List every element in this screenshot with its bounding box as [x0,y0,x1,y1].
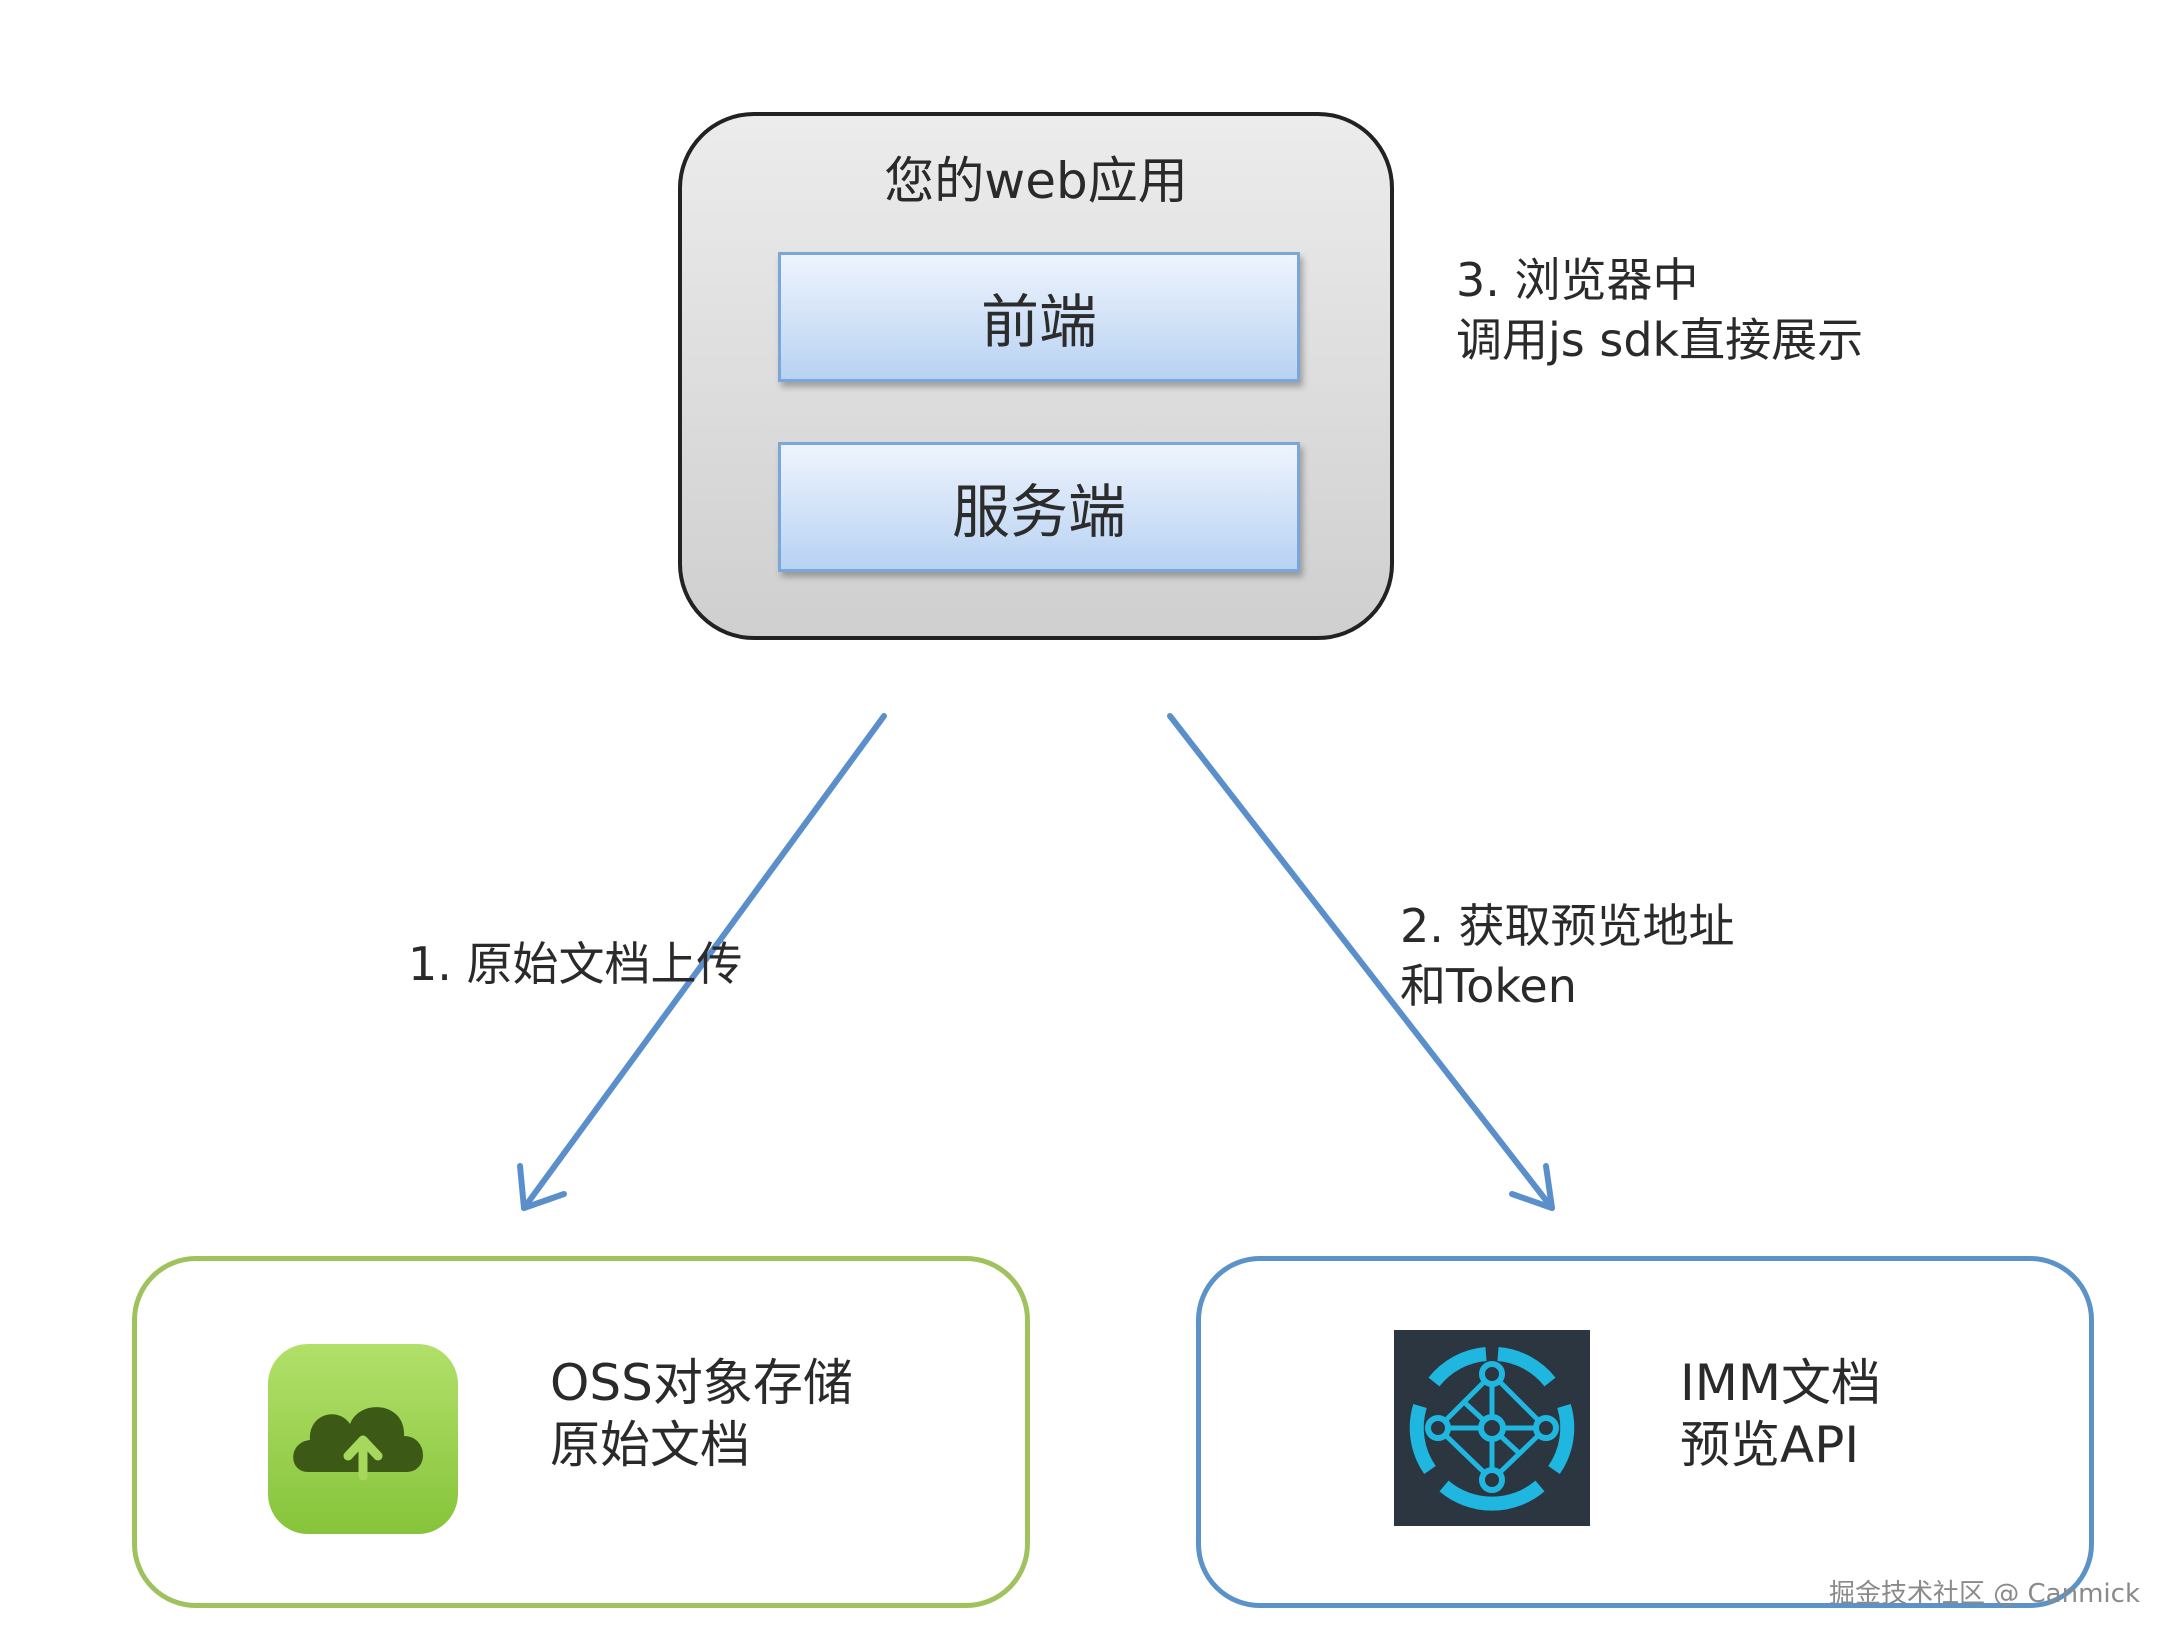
frontend-box: 前端 [778,252,1300,382]
cloud-upload-icon [268,1344,458,1534]
backend-box: 服务端 [778,442,1300,572]
arrow-to-imm [1167,713,1555,1211]
imm-label-line2: 预览API [1680,1416,1860,1474]
oss-label-line1: OSS对象存储 [550,1354,853,1412]
frontend-label: 前端 [980,288,1097,356]
oss-label-line2: 原始文档 [550,1416,750,1474]
imm-preview-box [1196,1256,2094,1608]
step3-line1: 3. 浏览器中 [1456,253,1699,307]
watermark: 掘金技术社区 @ Canmick [1829,1579,2140,1609]
imm-label-line1: IMM文档 [1680,1354,1882,1412]
network-nodes-icon [1394,1330,1590,1526]
step3-line2: 调用js sdk直接展示 [1456,313,1864,367]
imm-label: IMM文档 预览API [1680,1352,1881,1476]
backend-label: 服务端 [951,478,1126,546]
step3-label: 3. 浏览器中 调用js sdk直接展示 [1456,250,1863,370]
step2-line2: 和Token [1400,959,1577,1013]
arrow-to-oss [517,713,887,1211]
step2-line1: 2. 获取预览地址 [1400,899,1735,953]
web-app-title: 您的web应用 [884,152,1188,210]
oss-label: OSS对象存储 原始文档 [550,1352,853,1476]
step2-label: 2. 获取预览地址 和Token [1400,896,1735,1016]
step1-label: 1. 原始文档上传 [408,937,743,991]
